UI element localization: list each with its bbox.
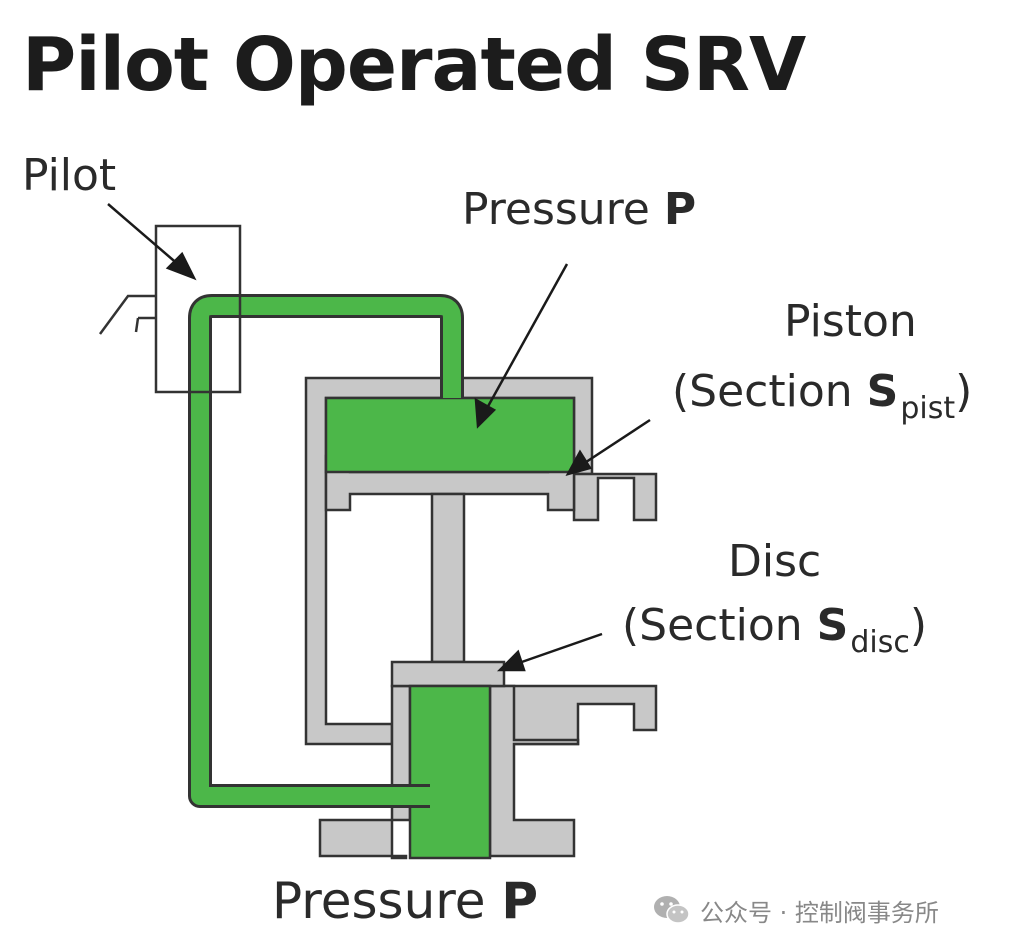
arrow-pressure-top: [474, 263, 569, 429]
diagram-title: Pilot Operated SRV: [22, 22, 806, 108]
piston-stem: [430, 492, 466, 664]
fluid: [324, 396, 576, 860]
disc: [390, 660, 506, 688]
pilot-line: [188, 294, 464, 808]
pressure-top-label: Pressure P: [462, 184, 697, 235]
dome-pressure-chamber: [324, 396, 576, 474]
nozzle-left-wall: [318, 684, 412, 860]
vent-symbol: [98, 294, 156, 335]
inlet-fluid: [408, 684, 492, 860]
wechat-icon: [654, 896, 690, 924]
arrow-pilot: [107, 203, 197, 281]
leader-arrows: [107, 203, 651, 672]
disc-section-label: (Section Sdisc): [622, 600, 928, 660]
upper-outlet-flange: [572, 472, 658, 522]
piston-label: Piston: [784, 296, 917, 347]
pressure-bottom-label: Pressure P: [272, 872, 539, 930]
disc-label: Disc: [728, 536, 822, 587]
pilot-label: Pilot: [22, 150, 117, 201]
lower-outlet-flange: [492, 684, 658, 746]
pilot-box: [154, 224, 242, 394]
arrow-disc: [496, 632, 603, 672]
watermark-text: 公众号 · 控制阀事务所: [700, 898, 939, 927]
nozzle-right-wall: [488, 684, 580, 858]
piston-section-label: (Section Spist): [672, 366, 973, 426]
arrow-piston: [565, 418, 651, 476]
watermark: 公众号 · 控制阀事务所: [652, 888, 939, 932]
piston-assembly: [324, 454, 576, 688]
